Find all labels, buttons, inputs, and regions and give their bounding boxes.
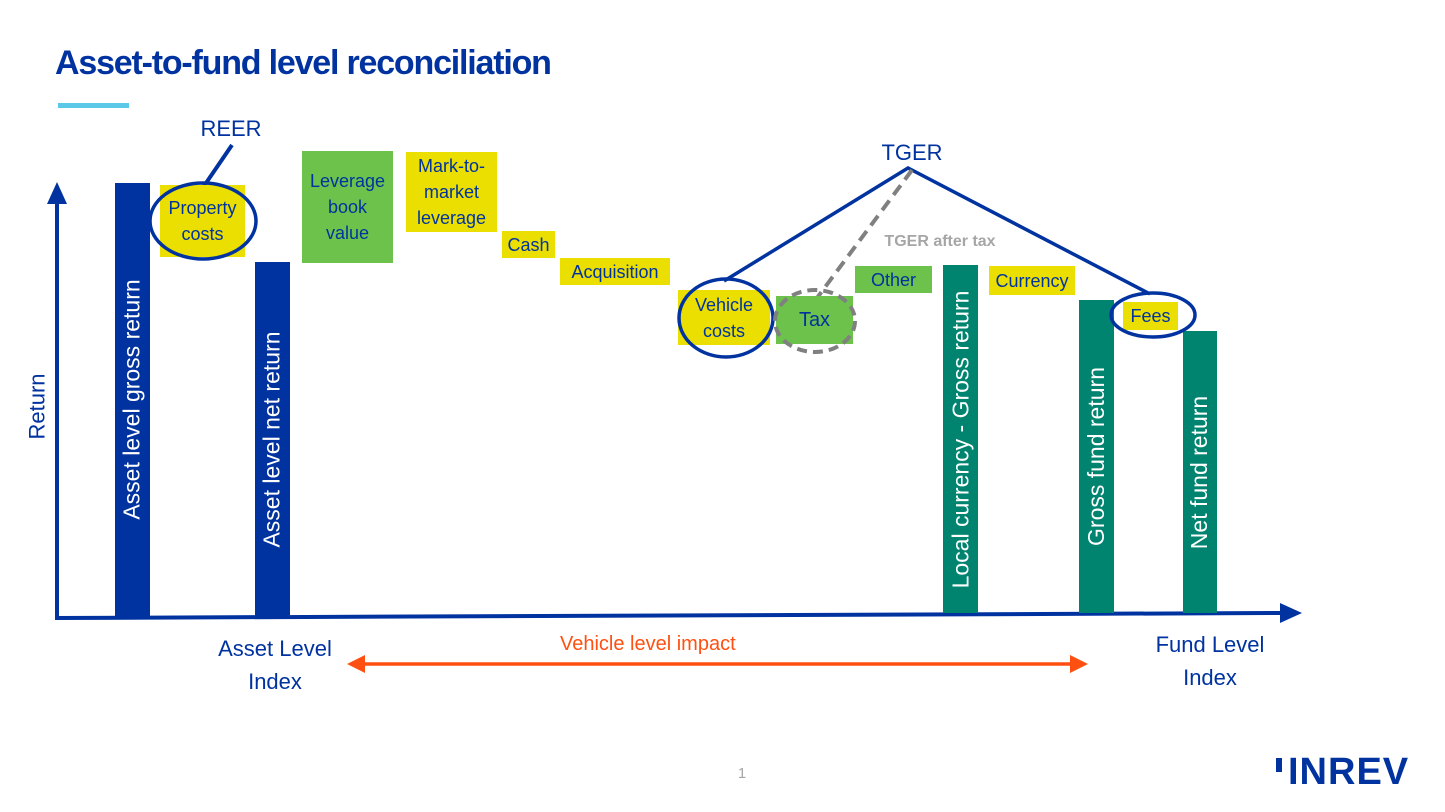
bar-gross-fund-return: Gross fund return <box>1079 300 1114 613</box>
label-line: Fund Level <box>1155 632 1265 657</box>
vehicle-costs-box: Vehicle costs <box>678 290 770 345</box>
tger-label: TGER <box>881 140 943 165</box>
vehicle-impact-arrow-right <box>1070 655 1088 673</box>
label-line: Asset Level <box>218 636 332 661</box>
box-text: Leverage <box>309 171 386 191</box>
box-text: value <box>325 223 370 243</box>
logo-text: INREV <box>1288 751 1410 793</box>
other-box: Other <box>855 266 932 293</box>
tger-after-tax-dashed-line <box>812 168 914 304</box>
tax-dashed-circle <box>773 288 857 354</box>
tger-lines <box>723 165 1151 296</box>
box-text: book <box>327 197 368 217</box>
box-text: Property <box>168 198 237 218</box>
tger-after-tax-label: TGER after tax <box>884 233 996 250</box>
x-axis <box>54 611 1283 620</box>
box-text: Mark-to- <box>418 156 485 176</box>
reer-pointer <box>202 143 234 188</box>
tax-box: Tax <box>776 296 853 344</box>
box-text: leverage <box>416 208 487 228</box>
x-axis-arrowhead <box>1280 603 1302 623</box>
mark-to-market-leverage-box: Mark-to- market leverage <box>406 152 497 232</box>
leverage-book-value-box: Leverage book value <box>302 151 393 263</box>
label-line: Index <box>248 669 302 694</box>
y-axis-arrowhead <box>47 182 67 204</box>
vehicle-level-impact-label: Vehicle level impact <box>560 633 736 655</box>
bar-net-fund-return: Net fund return <box>1183 331 1217 613</box>
title-underline <box>58 103 129 108</box>
fees-box: Fees <box>1123 302 1178 330</box>
currency-box: Currency <box>989 266 1075 295</box>
bar-asset-net-return: Asset level net return <box>255 262 290 616</box>
box-text: costs <box>181 224 224 244</box>
bar-local-currency-gross-return: Local currency - Gross return <box>943 265 978 613</box>
box-text: Vehicle <box>694 294 754 315</box>
vehicle-impact-arrow-left <box>347 655 365 673</box>
reer-label: REER <box>200 116 262 141</box>
vehicle-costs-circle <box>677 277 775 359</box>
asset-level-index-label: Asset Level Index <box>195 632 355 698</box>
y-axis-label: Return <box>24 373 50 440</box>
bar-asset-gross-return: Asset level gross return <box>115 183 150 616</box>
cash-box: Cash <box>502 231 555 258</box>
page-number: 1 <box>737 765 747 782</box>
fund-level-index-label: Fund Level Index <box>1130 628 1290 694</box>
label-line: Index <box>1183 665 1237 690</box>
box-text: costs <box>702 320 745 341</box>
box-text: market <box>423 182 479 202</box>
property-costs-box: Property costs <box>160 185 245 257</box>
slide-title: Asset-to-fund level reconciliation <box>55 44 552 82</box>
fees-circle <box>1109 291 1197 339</box>
property-costs-circle <box>148 181 258 261</box>
acquisition-box: Acquisition <box>560 258 670 285</box>
logo-tick-mark <box>1276 758 1282 772</box>
inrev-logo: INREV <box>1276 752 1409 792</box>
